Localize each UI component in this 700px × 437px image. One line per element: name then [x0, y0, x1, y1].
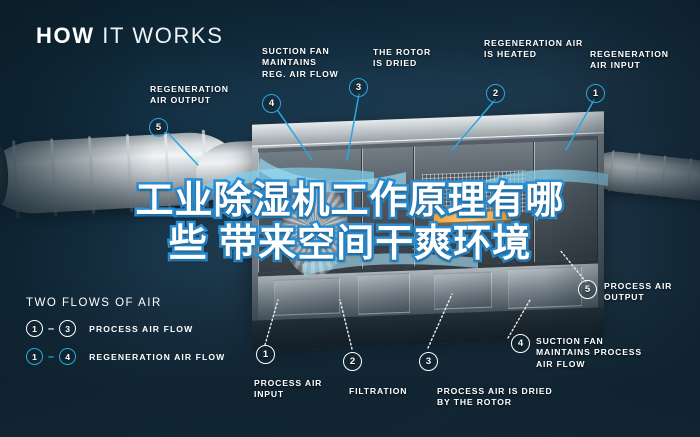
marker-suction-fan-reg[interactable]: 4	[262, 94, 281, 113]
legend-dash: –	[48, 350, 55, 363]
legend-dash: –	[48, 322, 55, 335]
airflow-ribbon-intake	[258, 150, 408, 194]
marker-process-air-dried[interactable]: 3	[419, 352, 438, 371]
legend-marker-from: 1	[26, 348, 43, 365]
label-rotor-is-dried: THE ROTOR IS DRIED	[373, 47, 432, 69]
page-title-light: IT WORKS	[102, 23, 224, 48]
airflow-ribbon-right	[470, 160, 610, 202]
marker-process-air-input[interactable]: 1	[256, 345, 275, 364]
label-process-air-output: PROCESS AIR OUTPUT	[604, 281, 673, 303]
dehumidifier-cabinet	[252, 111, 604, 351]
legend-label-process-air-flow: PROCESS AIR FLOW	[89, 323, 194, 334]
airflow-ribbon-lower	[300, 246, 480, 280]
label-process-air-dried: PROCESS AIR IS DRIED BY THE ROTOR	[437, 386, 553, 408]
marker-regeneration-air-input[interactable]: 1	[586, 84, 605, 103]
legend-row-regeneration-air-flow[interactable]: 1 – 4 REGENERATION AIR FLOW	[26, 348, 225, 365]
label-regeneration-air-input: REGENERATION AIR INPUT	[590, 49, 669, 71]
marker-regeneration-air-output[interactable]: 5	[149, 118, 168, 137]
label-regeneration-air-heated: REGENERATION AIR IS HEATED	[484, 38, 584, 60]
page-title: HOW IT WORKS	[36, 23, 223, 49]
label-suction-fan-reg: SUCTION FAN MAINTAINS REG. AIR FLOW	[262, 46, 339, 79]
floor-panel-a	[274, 277, 340, 316]
floor-panel-d	[508, 266, 582, 309]
legend-label-regeneration-air-flow: REGENERATION AIR FLOW	[89, 351, 226, 362]
marker-process-air-output[interactable]: 5	[578, 280, 597, 299]
marker-regeneration-air-heated[interactable]: 2	[486, 84, 505, 103]
label-suction-fan-process: SUCTION FAN MAINTAINS PROCESS AIR FLOW	[536, 336, 642, 369]
marker-suction-fan-process[interactable]: 4	[511, 334, 530, 353]
marker-rotor-is-dried[interactable]: 3	[349, 78, 368, 97]
legend-marker-to: 3	[59, 320, 77, 337]
label-process-air-input: PROCESS AIR INPUT	[254, 378, 323, 400]
page-title-bold: HOW	[36, 23, 95, 48]
legend-title: TWO FLOWS OF AIR	[26, 297, 162, 309]
marker-filtration[interactable]: 2	[343, 352, 362, 371]
legend-marker-to: 4	[59, 348, 77, 365]
legend-marker-from: 1	[26, 320, 43, 337]
legend: TWO FLOWS OF AIR 1 – 3 PROCESS AIR FLOW …	[26, 297, 225, 376]
label-regeneration-air-output: REGENERATION AIR OUTPUT	[150, 84, 229, 106]
label-filtration: FILTRATION	[349, 386, 408, 396]
legend-row-process-air-flow[interactable]: 1 – 3 PROCESS AIR FLOW	[26, 320, 225, 337]
